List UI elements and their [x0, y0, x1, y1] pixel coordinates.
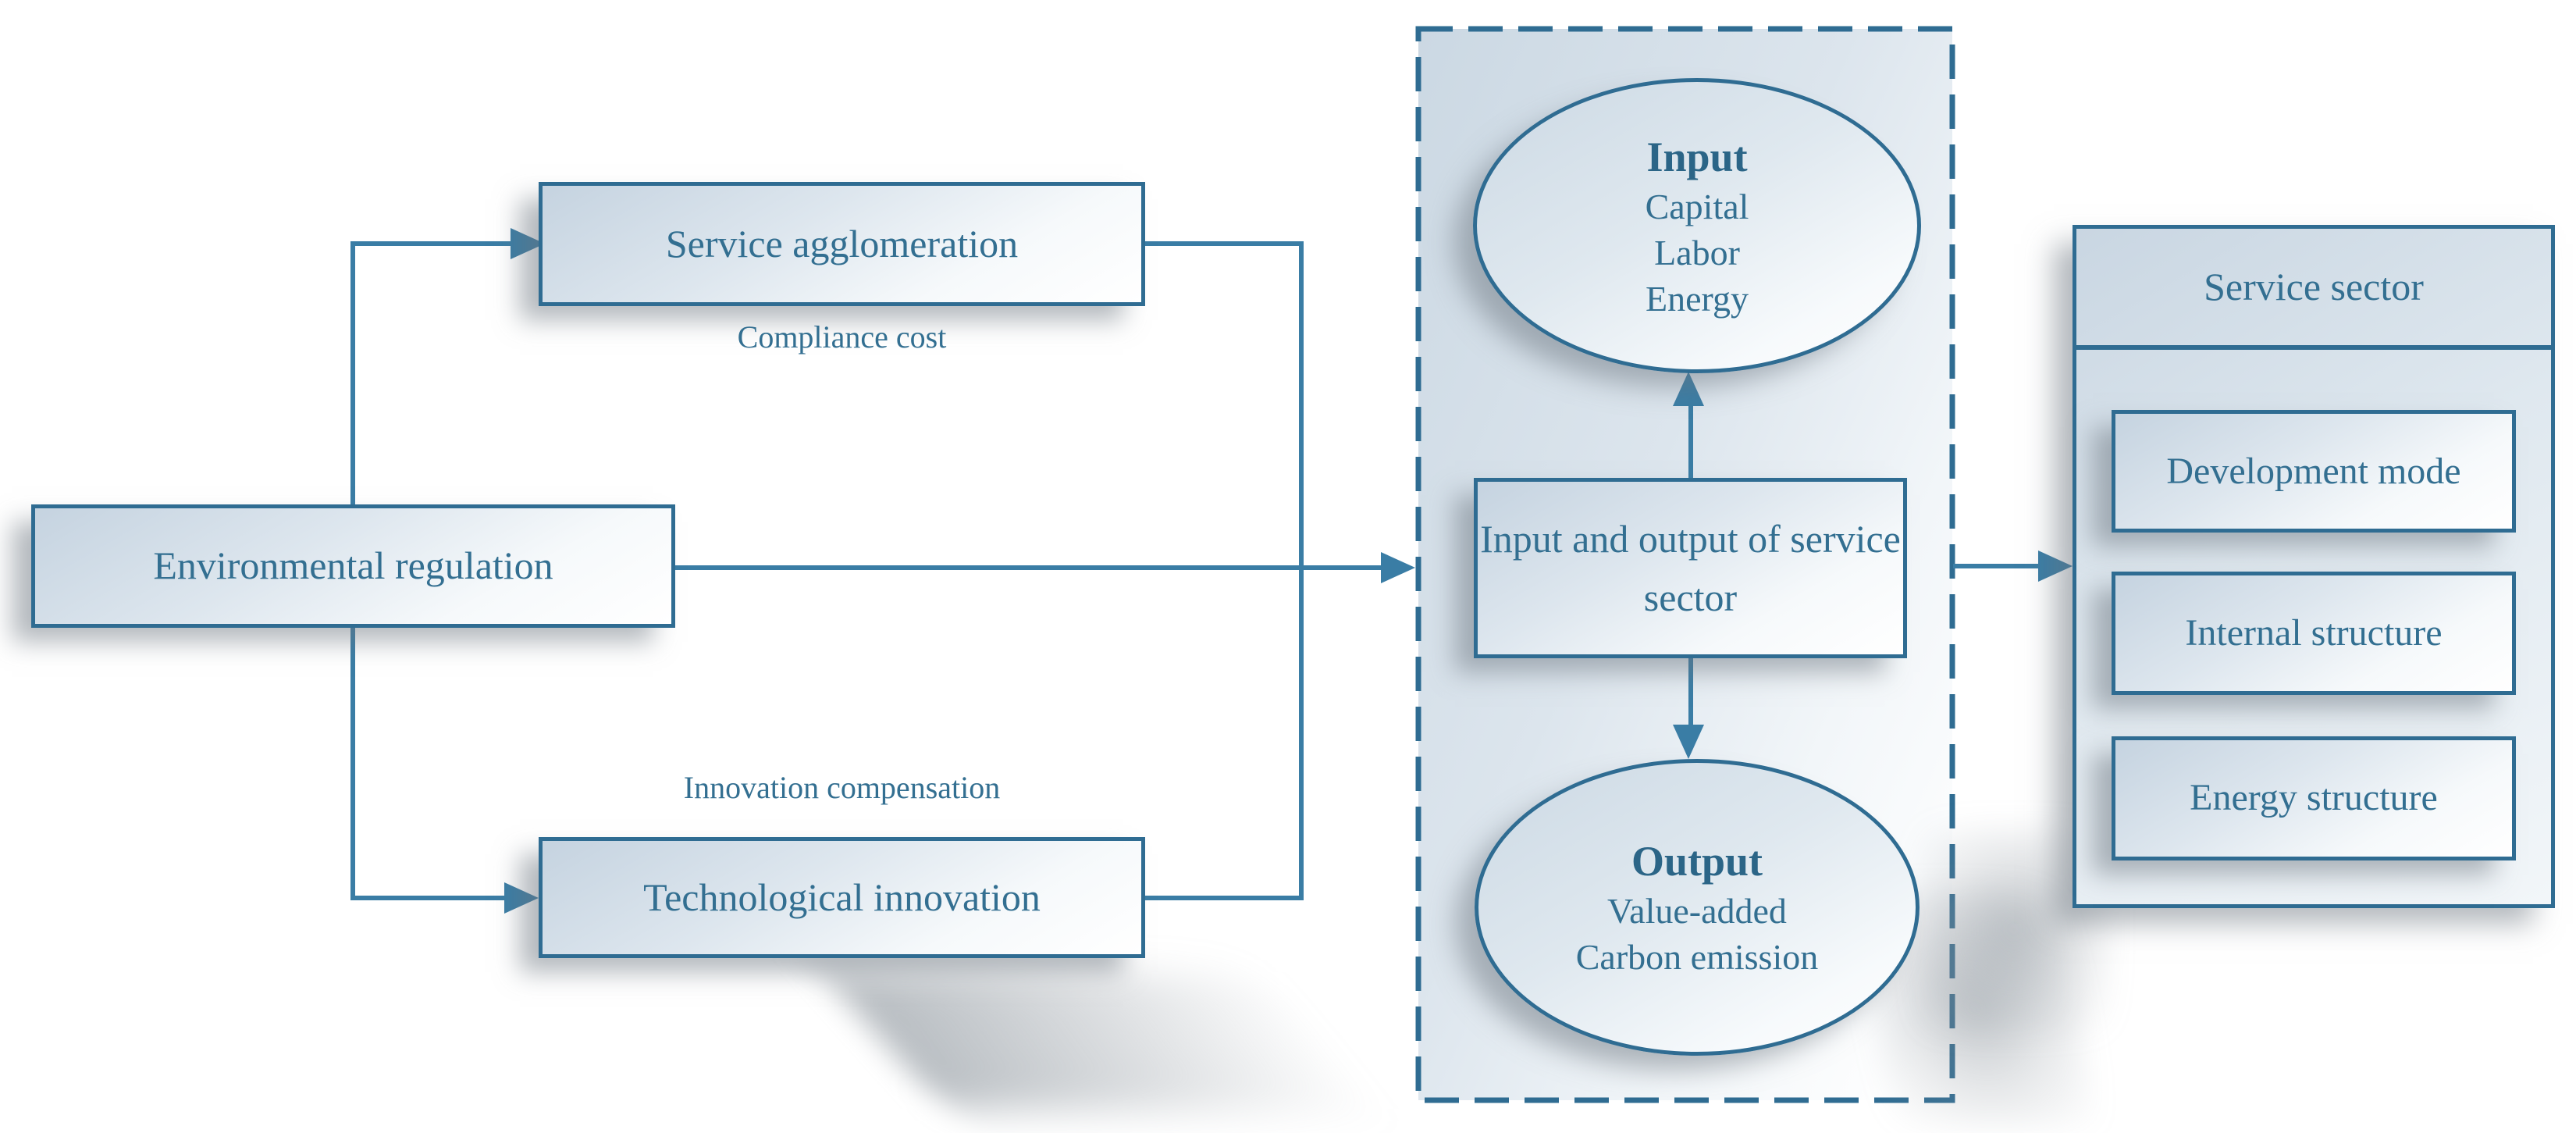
input-title: Input: [1646, 133, 1748, 180]
connector-to-output-ellipse: [1688, 655, 1693, 729]
output-item-carbon-emission: Carbon emission: [1575, 937, 1819, 978]
box-input-output-service-sector: Input and output of service sector: [1474, 478, 1907, 658]
box-service-agglomeration: Service agglomeration: [539, 182, 1145, 306]
connector-main-horizontal: [675, 565, 1382, 570]
development-mode-label: Development mode: [2166, 450, 2461, 492]
connector-down-vertical: [350, 628, 355, 900]
output-item-value-added: Value-added: [1607, 891, 1787, 932]
shadow-under-technological-innovation: [820, 972, 1381, 1109]
connector-to-input-ellipse: [1688, 401, 1693, 481]
box-development-mode: Development mode: [2112, 410, 2516, 533]
ellipse-output: Output Value-added Carbon emission: [1475, 759, 1920, 1056]
connector-to-service-sector: [1953, 564, 2041, 568]
box-energy-structure: Energy structure: [2112, 736, 2516, 860]
arrowhead-to-technological-innovation: [504, 882, 539, 914]
arrowhead-to-output-ellipse: [1673, 725, 1704, 759]
input-item-capital: Capital: [1645, 186, 1749, 226]
service-sector-header: Service sector: [2073, 225, 2555, 347]
environmental-regulation-label: Environmental regulation: [153, 543, 553, 588]
output-title: Output: [1631, 838, 1763, 885]
arrowhead-to-service-sector: [2038, 550, 2073, 582]
arrowhead-to-dashed-container: [1381, 552, 1415, 583]
technological-innovation-label: Technological innovation: [643, 875, 1041, 919]
compliance-cost-label: Compliance cost: [737, 319, 947, 355]
service-sector-divider: [2076, 345, 2551, 350]
box-technological-innovation: Technological innovation: [539, 837, 1145, 958]
box-internal-structure: Internal structure: [2112, 572, 2516, 695]
connector-technological-innovation-right: [1145, 896, 1304, 900]
energy-structure-label: Energy structure: [2190, 777, 2438, 819]
ellipse-input: Input Capital Labor Energy: [1473, 78, 1921, 373]
connector-up-horizontal: [350, 241, 515, 246]
connector-service-agglomeration-right: [1145, 241, 1304, 246]
input-item-labor: Labor: [1654, 232, 1740, 273]
innovation-compensation-label: Innovation compensation: [683, 770, 1001, 805]
connector-middle-vertical: [1299, 241, 1304, 900]
arrowhead-to-input-ellipse: [1673, 372, 1704, 406]
connector-down-horizontal: [350, 896, 509, 900]
input-output-label: Input and output of service sector: [1480, 516, 1901, 619]
internal-structure-label: Internal structure: [2185, 611, 2443, 654]
service-agglomeration-label: Service agglomeration: [665, 221, 1019, 265]
service-sector-title: Service sector: [2204, 264, 2424, 308]
box-environmental-regulation: Environmental regulation: [31, 504, 675, 628]
connector-up-vertical: [350, 241, 355, 507]
input-item-energy: Energy: [1645, 278, 1749, 319]
